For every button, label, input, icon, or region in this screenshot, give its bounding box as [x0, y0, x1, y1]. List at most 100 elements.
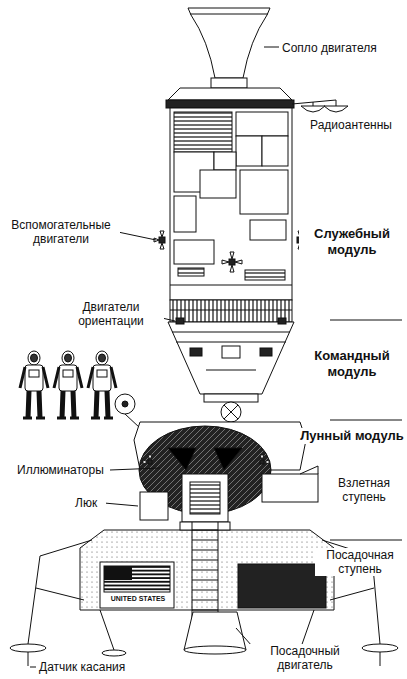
leader-line [118, 232, 156, 240]
command-module [176, 342, 286, 343]
service-module [250, 220, 286, 240]
steerable-antenna [115, 394, 140, 428]
flag [104, 585, 170, 587]
astronaut-figure [57, 417, 79, 420]
service-module [170, 300, 292, 322]
service-module [236, 136, 262, 166]
radio-antenna [336, 100, 337, 106]
ladder [192, 580, 218, 581]
footpad [102, 650, 126, 656]
ascent-stage [134, 422, 318, 522]
ascent-stage [168, 448, 196, 470]
service-module [170, 108, 292, 300]
ladder [192, 522, 193, 628]
radio-antenna [292, 100, 348, 112]
section-label: Служебный модуль [299, 226, 405, 258]
ascent-stage [262, 474, 318, 502]
command-module [278, 318, 286, 324]
ascent-stage [260, 455, 269, 464]
service-module [168, 88, 292, 100]
descent-stage [80, 530, 334, 610]
astronaut-figure [59, 365, 77, 391]
astronaut-figure [54, 367, 82, 388]
ladder [192, 600, 218, 601]
part-label: Посадочная ступень [315, 548, 405, 576]
service-module [174, 240, 214, 264]
astronaut-figure [93, 365, 111, 391]
section-label: Лунный модуль [299, 428, 405, 444]
part-label: Люк [74, 496, 106, 510]
descent-engine [184, 612, 246, 650]
docking-tunnel [204, 394, 258, 422]
astronaut-figure [91, 417, 113, 420]
descent-engine [184, 646, 246, 654]
engine-nozzle [188, 8, 270, 78]
engine-nozzle [211, 78, 247, 88]
radio-antenna [292, 100, 336, 104]
command-module [176, 318, 184, 324]
service-module [178, 268, 204, 276]
ladder [192, 590, 218, 591]
astronaut-figure [25, 365, 43, 391]
astronaut-figure [65, 354, 72, 362]
astronaut-figure [29, 370, 39, 377]
service-module [214, 152, 236, 170]
ascent-stage [190, 482, 220, 514]
astronaut-figure [54, 351, 82, 418]
section-label: Командный модуль [299, 348, 405, 380]
footpad [28, 652, 29, 666]
service-module [166, 88, 294, 322]
flag [104, 566, 170, 590]
descent-stage [238, 564, 326, 608]
leader-line [30, 667, 36, 668]
part-label: Вспомогательные двигатели [2, 218, 120, 246]
command-module [222, 346, 240, 358]
service-module [170, 310, 292, 311]
footpad [380, 652, 381, 666]
astronaut-figure [20, 367, 48, 388]
service-module [262, 136, 288, 166]
service-module [200, 170, 236, 198]
ascent-stage [260, 455, 269, 464]
part-label: Датчик касания [38, 660, 160, 674]
flag [104, 588, 170, 590]
ladder [192, 550, 218, 551]
astronaut-figure [62, 351, 74, 365]
ascent-stage [214, 448, 242, 470]
astronaut-figure [99, 354, 106, 362]
astronaut-figure [23, 417, 45, 420]
command-module [168, 322, 294, 394]
astronaut-figure [88, 367, 116, 388]
astronaut-figure [20, 351, 48, 418]
docking-tunnel [204, 394, 258, 402]
landing-leg [36, 588, 84, 600]
service-module [236, 112, 288, 136]
radio-antenna [301, 106, 325, 112]
astronaut-figure [63, 370, 73, 377]
engine-nozzle [188, 8, 270, 88]
astronaut-figure [97, 370, 107, 377]
engine-nozzle [190, 14, 268, 15]
landing-leg [330, 588, 374, 600]
command-module [260, 348, 272, 356]
service-module [170, 285, 292, 286]
service-module [174, 196, 196, 232]
command-module [172, 332, 290, 333]
astronaut-figure [96, 391, 108, 418]
astronaut-figure [88, 351, 116, 418]
astronaut-figure [28, 351, 40, 365]
ascent-stage [143, 455, 152, 464]
command-module [168, 318, 294, 394]
part-label: Взлетная ступень [323, 476, 405, 504]
steerable-antenna [115, 394, 135, 414]
ladder [192, 530, 218, 531]
service-module [174, 112, 232, 152]
astronaut-figure [28, 391, 40, 418]
part-label: UNITED STATES [100, 594, 176, 603]
ascent-stage [140, 492, 168, 520]
descent-stage [180, 522, 230, 530]
flag [104, 581, 170, 583]
descent-engine [184, 612, 246, 654]
